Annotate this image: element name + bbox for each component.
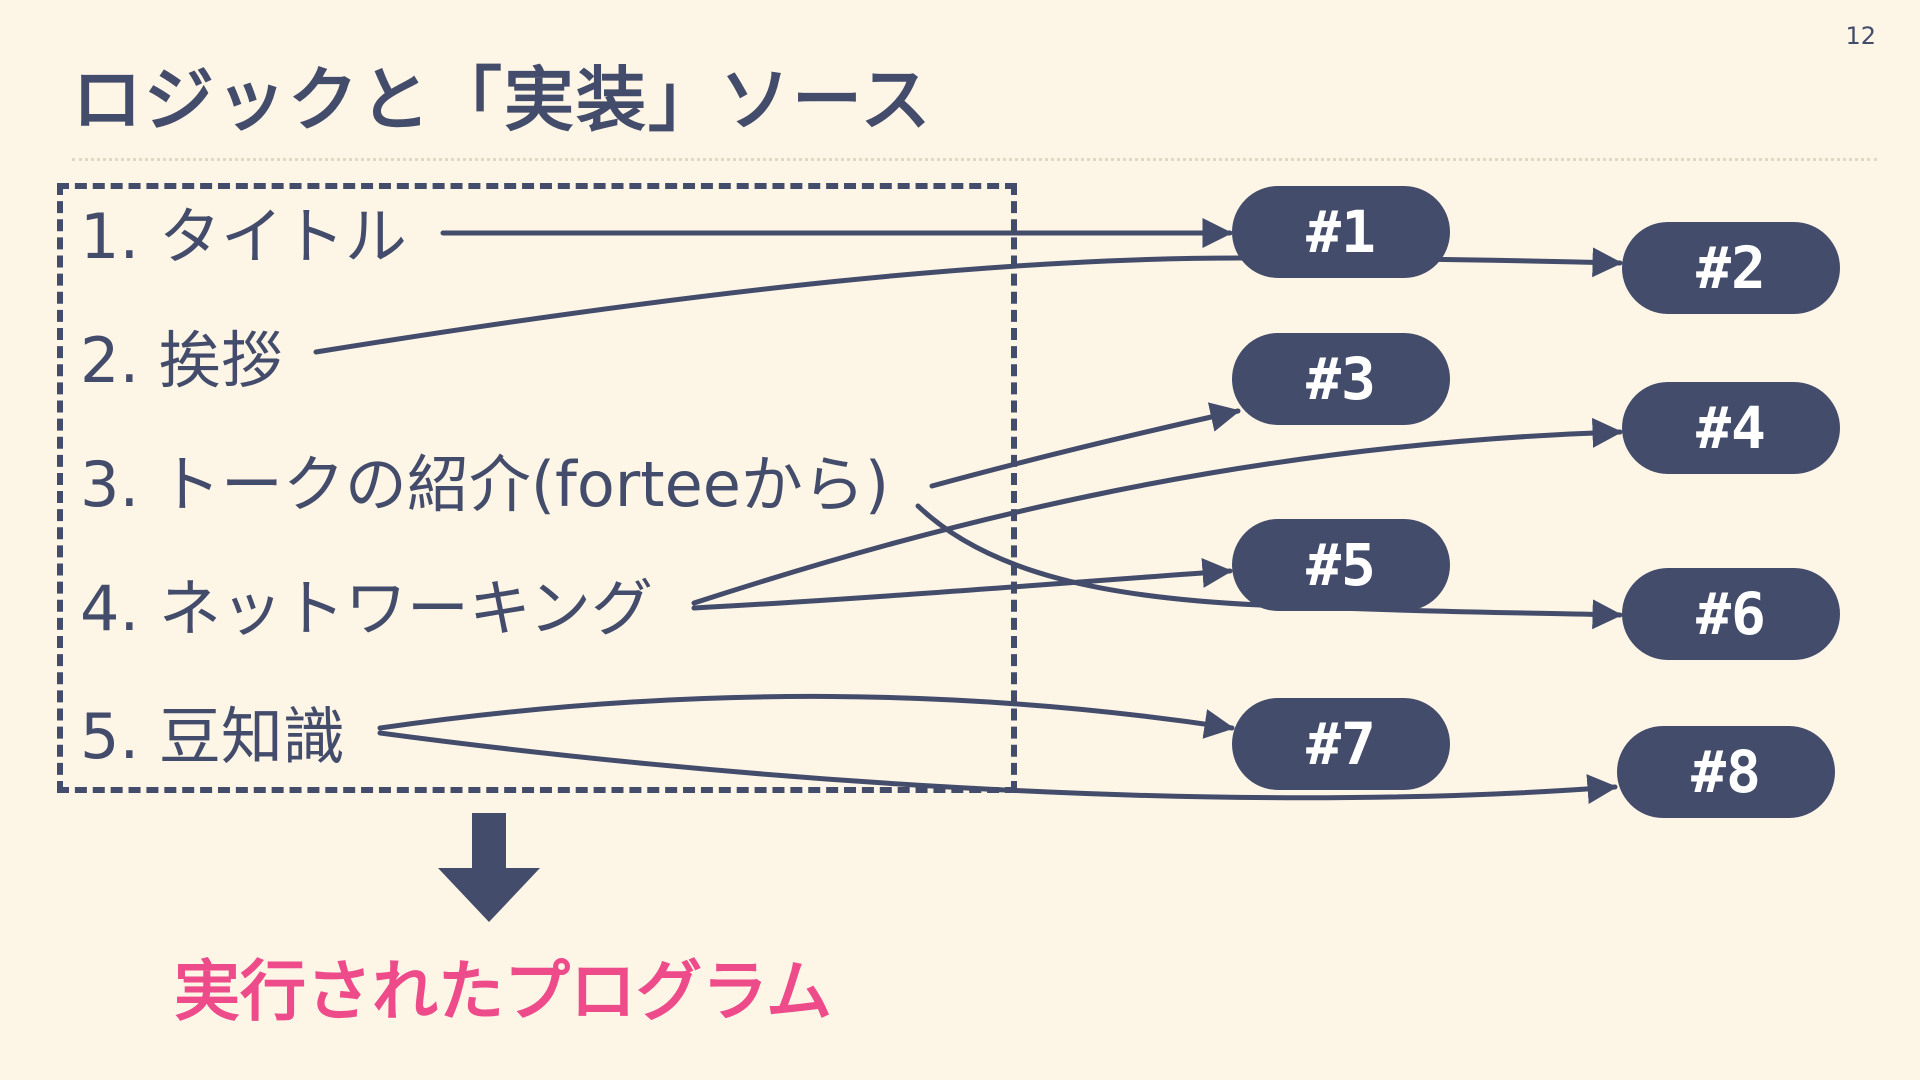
logic-item-trivia: 5. 豆知識 [80, 700, 345, 773]
source-node-5: #5 [1232, 519, 1450, 611]
result-label: 実行されたプログラム [174, 953, 833, 1030]
down-arrow-icon [438, 813, 540, 922]
arrow-item5-to-node7 [377, 693, 1235, 739]
logic-list-box [57, 183, 1017, 793]
title-divider [72, 158, 1877, 161]
source-node-1: #1 [1232, 186, 1450, 278]
logic-item-greeting: 2. 挨拶 [80, 324, 283, 397]
slide-title: ロジックと「実装」ソース [72, 59, 933, 141]
logic-item-title: 1. タイトル [80, 200, 407, 273]
arrow-item4-to-node4 [691, 417, 1623, 606]
source-node-4: #4 [1622, 382, 1840, 474]
page-number: 12 [1845, 22, 1876, 50]
source-node-2: #2 [1622, 222, 1840, 314]
source-node-6: #6 [1622, 568, 1840, 660]
arrow-item4-to-node5 [691, 557, 1233, 611]
source-node-3: #3 [1232, 333, 1450, 425]
source-node-7: #7 [1232, 698, 1450, 790]
logic-item-talk-intro: 3. トークの紹介(forteeから) [80, 448, 890, 521]
logic-item-networking: 4. ネットワーキング [80, 572, 654, 645]
arrow-item3-to-node3 [929, 402, 1241, 489]
arrow-item2-to-node2 [313, 247, 1623, 355]
source-node-8: #8 [1617, 726, 1835, 818]
arrow-item5-to-node8 [377, 730, 1618, 805]
